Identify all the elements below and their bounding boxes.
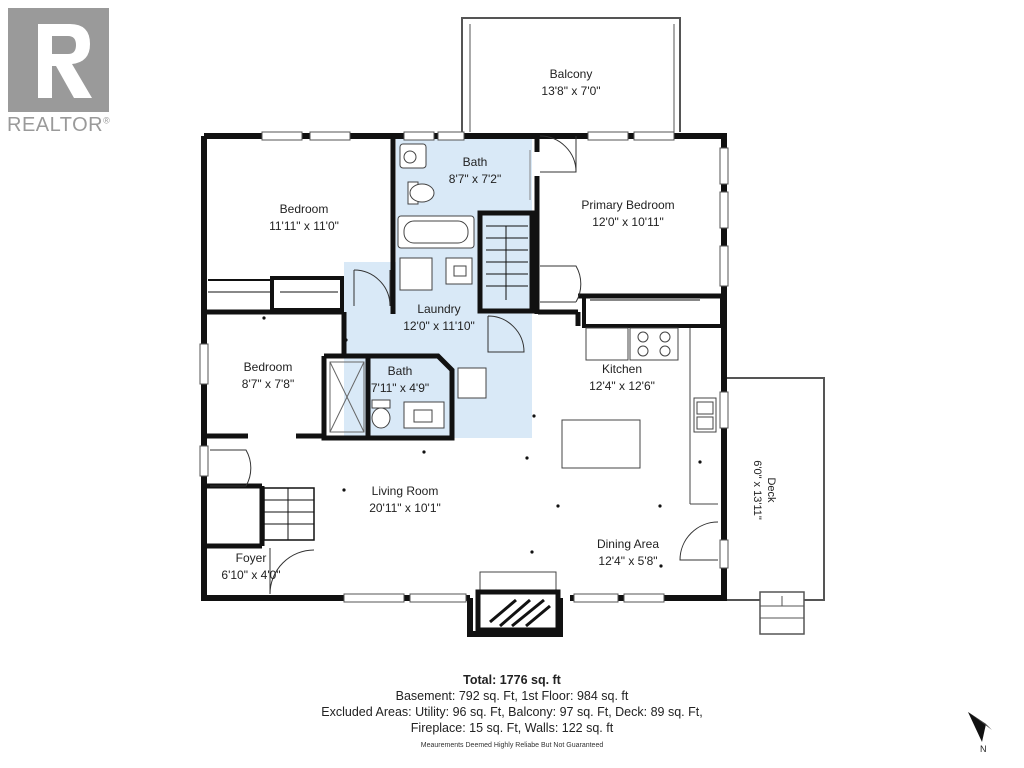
room-name: Balcony: [550, 67, 593, 81]
balcony-outline: [461, 17, 681, 132]
room-name: Laundry: [417, 302, 460, 316]
stairs-upper: [477, 210, 535, 314]
room-dims: 12'0" x 11'10": [403, 319, 475, 333]
room-deck: Deck 6'0" x 13'11": [751, 460, 777, 520]
room-name: Bedroom: [244, 360, 293, 374]
stairs-lower: [263, 487, 315, 541]
bath-fixtures: [371, 143, 487, 429]
room-name: Bedroom: [280, 202, 329, 216]
room-name: Primary Bedroom: [581, 198, 674, 212]
room-dims: 12'4" x 12'6": [589, 379, 655, 393]
room-name: Bath: [388, 364, 413, 378]
room-laundry: Laundry 12'0" x 11'10": [403, 302, 475, 333]
floor-areas: Basement: 792 sq. Ft, 1st Floor: 984 sq.…: [395, 689, 629, 703]
room-dims: 6'10" x 4'0": [221, 568, 280, 582]
realtor-logo-mark: [8, 8, 109, 112]
room-bedroom-1: Bedroom 11'11" x 11'0": [269, 202, 339, 233]
room-dims: 7'11" x 4'9": [371, 381, 429, 395]
room-primary-bedroom: Primary Bedroom 12'0" x 10'11": [581, 198, 674, 229]
room-dims: 6'0" x 13'11": [751, 460, 763, 520]
lower-bath-walls: [321, 353, 455, 441]
room-dims: 12'4" x 5'8": [598, 554, 657, 568]
room-name: Foyer: [236, 551, 267, 565]
room-foyer: Foyer 6'10" x 4'0": [221, 551, 280, 582]
room-dining-area: Dining Area 12'4" x 5'8": [597, 537, 659, 568]
kitchen-fixtures: [561, 327, 718, 505]
fixture-markers: [262, 310, 702, 568]
area-summary: Total: 1776 sq. ft Basement: 792 sq. Ft,…: [262, 672, 762, 736]
room-bath-lower: Bath 7'11" x 4'9": [371, 364, 429, 395]
total-area: Total: 1776 sq. ft: [463, 673, 561, 687]
closets: [208, 276, 724, 328]
room-name: Dining Area: [597, 537, 659, 551]
room-kitchen: Kitchen 12'4" x 12'6": [589, 362, 655, 393]
room-name: Bath: [463, 155, 488, 169]
room-dims: 8'7" x 7'8": [242, 377, 294, 391]
room-dims: 12'0" x 10'11": [592, 215, 664, 229]
excluded-areas: Excluded Areas: Utility: 96 sq. Ft, Balc…: [321, 705, 703, 719]
room-living-room: Living Room 20'11" x 10'1": [369, 484, 441, 515]
room-balcony: Balcony 13'8" x 7'0": [541, 67, 600, 98]
fireplace: [475, 571, 561, 633]
room-name: Kitchen: [602, 362, 642, 376]
doors: [210, 135, 719, 595]
room-dims: 11'11" x 11'0": [269, 219, 339, 233]
disclaimer: Meaurements Deemed Highly Reliabe But No…: [420, 742, 604, 749]
room-dims: 8'7" x 7'2": [449, 172, 501, 186]
north-arrow-icon: N: [964, 708, 1000, 758]
room-bedroom-2: Bedroom 8'7" x 7'8": [242, 360, 294, 391]
room-dims: 20'11" x 10'1": [369, 501, 441, 515]
shower: [329, 361, 365, 433]
windows: [199, 131, 729, 603]
excluded-areas-cont: Fireplace: 15 sq. Ft, Walls: 122 sq. ft: [410, 721, 614, 735]
room-name: Living Room: [372, 484, 439, 498]
north-label: N: [980, 744, 987, 754]
realtor-logo-text: REALTOR®: [7, 114, 111, 136]
room-name: Deck: [765, 477, 777, 503]
room-bath-upper: Bath 8'7" x 7'2": [449, 155, 501, 186]
room-labels: Balcony 13'8" x 7'0" Bath 8'7" x 7'2" Pr…: [221, 67, 777, 582]
room-dims: 13'8" x 7'0": [541, 84, 600, 98]
deck-outline: [726, 377, 825, 635]
